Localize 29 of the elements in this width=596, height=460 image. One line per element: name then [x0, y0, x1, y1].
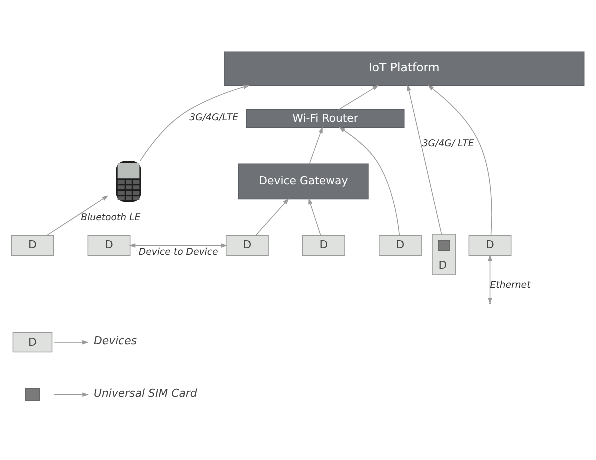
legend-label: Universal SIM Card	[94, 386, 198, 400]
arrow	[46, 195, 109, 236]
arrow	[256, 198, 290, 236]
arrow	[140, 84, 250, 162]
edge-label: 3G/4G/LTE	[190, 112, 239, 124]
legend-label: Devices	[94, 334, 138, 348]
arrow	[129, 243, 228, 248]
node-box: D	[226, 234, 269, 256]
edge-label: 3G/4G/ LTE	[422, 138, 474, 149]
node-box: D	[468, 234, 512, 256]
edge-label: Device to Device	[138, 246, 218, 258]
arrow	[338, 84, 380, 110]
node-box: Wi-Fi Router	[246, 109, 405, 128]
label: D	[28, 335, 37, 348]
arrow	[428, 84, 492, 236]
node-box: D	[11, 234, 54, 256]
edge-label: Ethernet	[490, 279, 531, 290]
cluster: D	[432, 234, 456, 275]
node-box: IoT Platform	[224, 51, 585, 86]
node-box: D	[302, 234, 346, 256]
node-box: D	[379, 234, 422, 256]
node-box: Device Gateway	[238, 163, 369, 200]
edge-label: Bluetooth LE	[81, 212, 141, 223]
arrow	[407, 84, 442, 234]
arrow	[339, 126, 400, 236]
arrow	[308, 198, 322, 236]
node-box	[438, 240, 450, 251]
node-box: D	[88, 234, 131, 256]
arrow	[309, 126, 323, 164]
